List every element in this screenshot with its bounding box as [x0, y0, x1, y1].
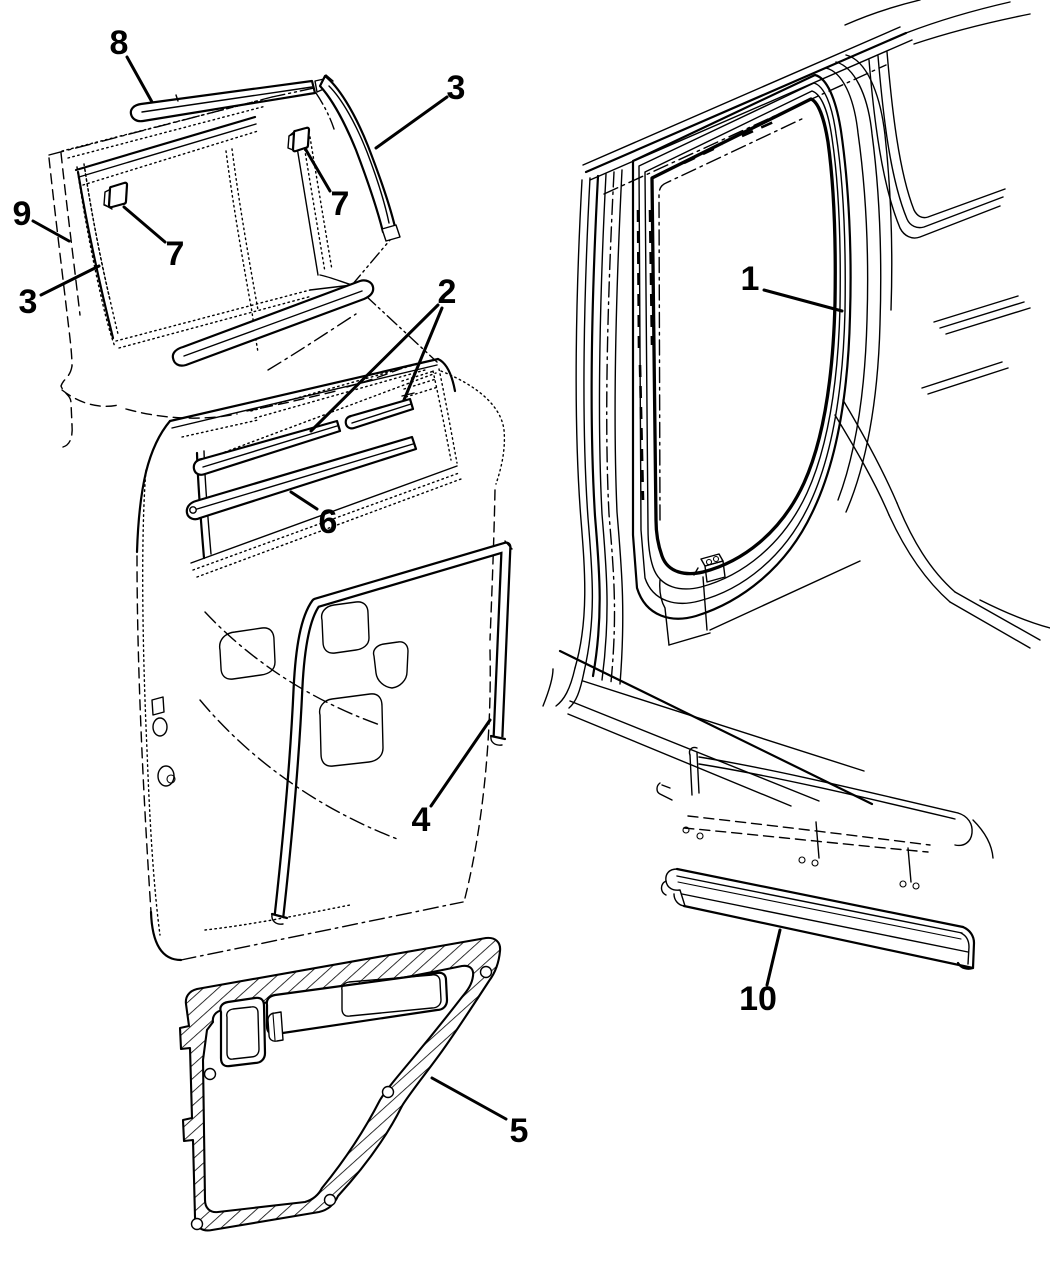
latch-striker — [693, 553, 726, 583]
roof-rail — [582, 0, 1031, 195]
body-sill-context — [656, 746, 994, 890]
callout-leader-2 — [309, 303, 440, 433]
callout-leader-1 — [762, 288, 844, 313]
door-opening-seal-part5 — [178, 936, 502, 1232]
belt-molding-front — [171, 279, 375, 367]
door-shell — [135, 357, 513, 962]
wheel-arch — [834, 399, 1050, 649]
callout-leader-7 — [122, 205, 167, 244]
body-side-aperture-part1 — [542, 0, 1050, 807]
callout-label-9: 9 — [13, 195, 32, 233]
callout-leader-8 — [125, 55, 154, 104]
rocker-panel — [542, 649, 874, 807]
callout-label-8: 8 — [110, 24, 129, 62]
callout-label-7: 7 — [331, 185, 350, 223]
scuff-plate — [660, 867, 976, 970]
callout-label-1: 1 — [741, 260, 760, 298]
frame-dotted-band-part3 — [61, 98, 267, 348]
callout-label-10: 10 — [739, 980, 777, 1018]
callout-leader-3 — [374, 95, 449, 150]
callout-label-2: 2 — [438, 273, 457, 311]
retainer-clip-left-part7 — [103, 181, 129, 210]
callout-label-7: 7 — [166, 235, 185, 273]
callout-leader-3 — [39, 264, 101, 297]
callout-label-3: 3 — [447, 69, 466, 107]
callout-leader-2 — [402, 306, 444, 402]
callout-label-5: 5 — [510, 1112, 529, 1150]
callout-leader-9 — [31, 219, 71, 243]
callout-leader-6 — [289, 490, 319, 511]
callout-leader-4 — [429, 718, 492, 808]
callout-label-3: 3 — [19, 283, 38, 321]
sill-step — [659, 560, 861, 646]
seal-handle-cutouts — [219, 971, 449, 1068]
glass-run-channel-part4 — [270, 540, 513, 925]
window-opening — [190, 362, 462, 578]
belt-strip-part6 — [185, 435, 418, 521]
retainer-clip-right-part7 — [287, 126, 311, 153]
c-pillar-quarter — [825, 51, 1031, 513]
seal-screw-holes — [190, 965, 493, 1231]
glass-frame-assembly — [48, 74, 438, 448]
door-aperture-weatherstrip — [631, 73, 852, 620]
upper-molding-part8 — [129, 78, 327, 123]
b-pillar — [555, 169, 645, 709]
callout-label-4: 4 — [412, 801, 431, 839]
callouts: 8 3 7 7 9 3 2 6 4 5 1 10 — [13, 24, 844, 1150]
callout-leader-10 — [765, 928, 782, 987]
sill-scuff-plate-part10 — [656, 746, 994, 970]
callout-leader-5 — [430, 1076, 508, 1121]
callout-label-6: 6 — [319, 503, 338, 541]
door-inner-details — [151, 601, 409, 931]
rear-vertical-molding-part3 — [318, 74, 401, 242]
belt-strip-part2 — [192, 392, 415, 476]
callout-leader-7 — [304, 148, 332, 193]
